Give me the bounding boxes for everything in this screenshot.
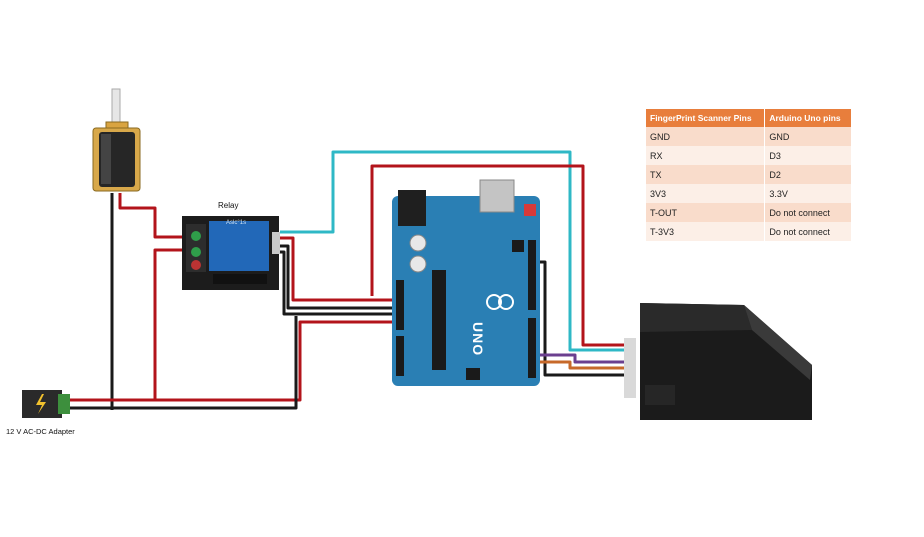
relay-module <box>182 216 280 290</box>
table-cell: Do not connect <box>764 203 851 222</box>
wire-red-top <box>370 164 628 347</box>
table-row: RX D3 <box>646 146 851 165</box>
table-row: TX D2 <box>646 165 851 184</box>
wire-relay-to-adapter-red <box>153 248 188 400</box>
table-row: 3V3 3.3V <box>646 184 851 203</box>
pin-mapping-table: FingerPrint Scanner Pins Arduino Uno pin… <box>646 109 851 241</box>
wire-solenoid-to-relay-red <box>118 193 188 239</box>
table-header-scanner: FingerPrint Scanner Pins <box>646 109 765 127</box>
table-cell: D2 <box>764 165 851 184</box>
relay-label: Relay <box>218 201 239 210</box>
table-row: GND GND <box>646 127 851 146</box>
solenoid-lock <box>92 88 141 192</box>
table-row: T-3V3 Do not connect <box>646 222 851 241</box>
table-cell: 3V3 <box>646 184 765 203</box>
table-row: T-OUT Do not connect <box>646 203 851 222</box>
wire-relay-gnd-black <box>280 244 398 310</box>
wire-adapter-black <box>70 316 298 410</box>
table-cell: D3 <box>764 146 851 165</box>
table-cell: T-OUT <box>646 203 765 222</box>
table-cell: GND <box>764 127 851 146</box>
wire-relay-in-black <box>280 250 398 316</box>
wire-cyan <box>280 150 628 352</box>
table-cell: T-3V3 <box>646 222 765 241</box>
wire-orange <box>535 360 628 370</box>
table-header-arduino: Arduino Uno pins <box>764 109 851 127</box>
wire-purple <box>535 353 628 364</box>
table-header-row: FingerPrint Scanner Pins Arduino Uno pin… <box>646 109 851 127</box>
table-cell: TX <box>646 165 765 184</box>
table-cell: Do not connect <box>764 222 851 241</box>
wires <box>70 150 628 410</box>
fingerprint-scanner <box>624 303 812 420</box>
dc-adapter <box>22 390 70 418</box>
table-cell: 3.3V <box>764 184 851 203</box>
table-cell: GND <box>646 127 765 146</box>
uno-text: UNO <box>470 322 486 357</box>
adapter-label: 12 V AC-DC Adapter <box>6 427 75 436</box>
wire-relay-vcc-red <box>280 236 398 302</box>
arduino-uno <box>392 179 540 386</box>
table-cell: RX <box>646 146 765 165</box>
relay-chip-text: Aslc°1s <box>226 220 247 226</box>
wire-adapter-red <box>70 320 398 402</box>
